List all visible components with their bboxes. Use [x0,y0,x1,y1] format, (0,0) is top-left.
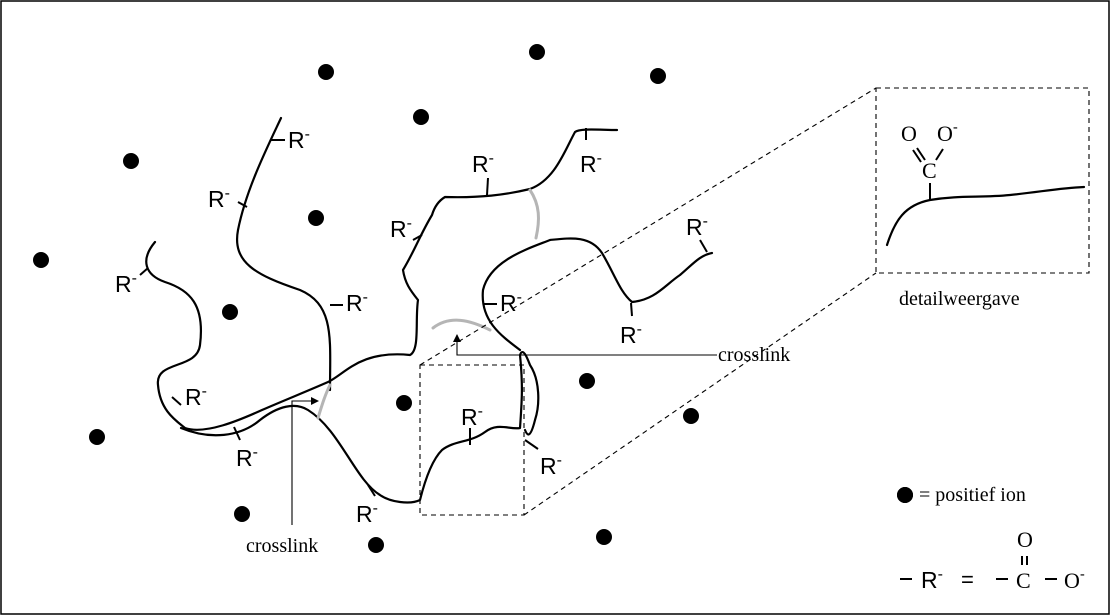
positive-ion-icon [222,304,238,320]
polymer-chains [145,116,714,504]
positive-ion-icon [33,252,49,268]
positive-ion-icon [579,373,595,389]
r-group-label: R- [185,383,207,410]
crosslink-annotations: crosslink crosslink [246,334,790,557]
positive-ion-icon [650,68,666,84]
positive-ion-icon [368,537,384,553]
legend-positive-ion: = positief ion [919,484,1026,506]
r-group-label: R- [540,452,562,479]
positive-ion-icon [396,395,412,411]
positive-ion-icon [89,429,105,445]
legend-carbon: C [1016,568,1031,593]
detail-oxygen-2: O- [937,119,958,146]
r-group-label: R- [208,185,230,212]
crosslinks [316,188,540,420]
positive-ion-icon [234,506,250,522]
detail-carbon: C [922,158,937,183]
legend-oxygen-top: O [1017,527,1033,552]
legend-equals: = [961,567,974,592]
r-group-label: R- [288,126,310,153]
r-group-label: R- [390,215,412,242]
zoom-guides [419,87,1090,516]
positive-ion-icon [596,529,612,545]
r-group-label: R- [356,500,378,527]
legend: = positief ion R- = O C O- [897,484,1085,593]
crosslink-label-top: crosslink [718,344,790,366]
positive-ion-icon [123,153,139,169]
positive-ion-icon [413,109,429,125]
r-group-label: R- [346,289,368,316]
positive-ion-icon [318,64,334,80]
r-group-label: R- [236,444,258,471]
r-group-label: R- [461,403,483,430]
crosslink-label-bottom: crosslink [246,535,318,557]
detail-view-box [875,87,1090,274]
positive-ion-icon [308,210,324,226]
detail-label: detailweergave [899,288,1020,310]
side-group-ticks [139,128,708,497]
r-group-label: R- [580,150,602,177]
side-group-labels: R- R- R- R- R- R- R- R- R- R- R- R- R- R… [115,126,708,527]
legend-oxygen-right: O- [1064,566,1085,593]
positive-ion-icon [529,44,545,60]
r-group-label: R- [500,289,522,316]
r-group-label: R- [620,321,642,348]
detail-oxygen-1: O [901,121,917,146]
legend-r-group: R- [921,566,943,593]
detail-structure: O O- C detailweergave [885,119,1086,310]
r-group-label: R- [115,270,137,297]
r-group-label: R- [686,213,708,240]
r-group-label: R- [472,150,494,177]
positive-ion-icon [683,408,699,424]
detail-source-box [419,364,525,516]
